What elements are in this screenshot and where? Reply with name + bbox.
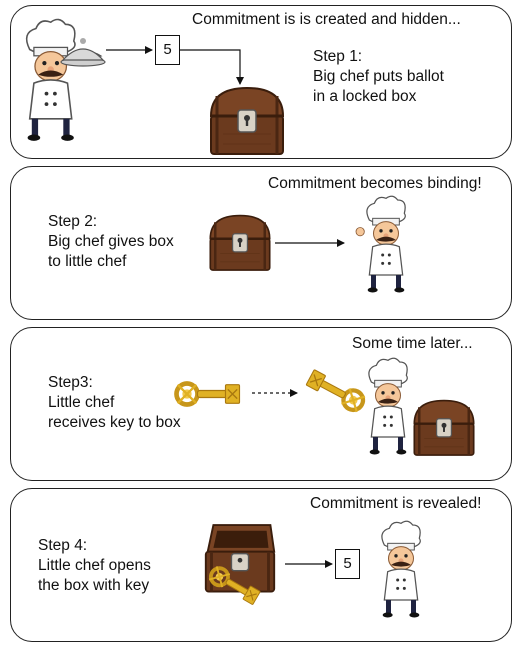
step-2-header: Commitment becomes binding! — [268, 175, 482, 192]
open-treasure-box-icon — [204, 524, 276, 608]
step-1-description: Step 1: Big chef puts ballot in a locked… — [313, 48, 444, 105]
step-3-header: Some time later... — [352, 335, 473, 352]
step-2-description: Step 2: Big chef gives box to little che… — [48, 213, 174, 270]
step-3-description: Step3: Little chef receives key to box — [48, 374, 181, 431]
big-chef-with-cloche-icon — [25, 18, 106, 142]
step-1-header: Commitment is is created and hidden... — [192, 11, 461, 28]
ballot-box-value: 5 — [155, 35, 180, 65]
little-chef-waving-icon — [355, 195, 406, 294]
step-4-description: Step 4: Little chef opens the box with k… — [38, 537, 151, 594]
revealed-ballot-value: 5 — [335, 549, 360, 579]
step-4-header: Commitment is revealed! — [310, 495, 482, 512]
arrow-ballot-to-box — [180, 49, 244, 85]
